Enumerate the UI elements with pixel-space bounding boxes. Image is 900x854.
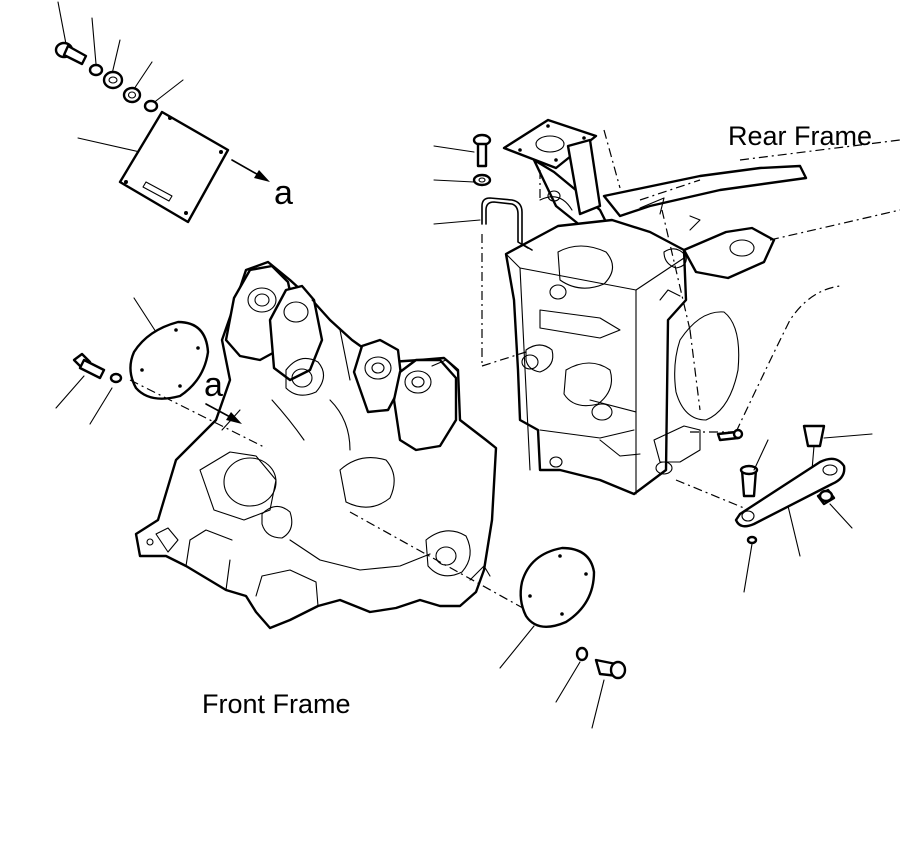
side-cover-left-part xyxy=(55,297,267,449)
cover-plate-part xyxy=(118,110,230,224)
washer-part xyxy=(88,63,104,77)
arrow-icon xyxy=(254,170,270,182)
side-cover-right-part xyxy=(349,511,627,729)
bolt-part xyxy=(54,41,88,66)
link-bar-assembly xyxy=(716,424,873,593)
ref-label-a-mid: a xyxy=(204,366,223,404)
rear-frame-part xyxy=(502,118,808,496)
pipe-part xyxy=(481,197,533,251)
front-frame-label: Front Frame xyxy=(202,689,351,719)
top-cover-plate-assembly xyxy=(54,1,270,224)
rear-frame-fasteners xyxy=(433,133,533,251)
washer-part-3 xyxy=(472,173,492,187)
arrow-icon-2 xyxy=(226,412,242,424)
bolt-part-3 xyxy=(472,133,492,168)
arrow-a-mid xyxy=(205,403,242,424)
front-frame-part xyxy=(134,260,498,630)
rear-frame-label: Rear Frame xyxy=(728,121,872,151)
nut-part-2 xyxy=(122,86,142,104)
washer-part-2 xyxy=(143,99,159,113)
ref-label-a-top: a xyxy=(274,174,293,212)
nut-part xyxy=(102,70,124,90)
